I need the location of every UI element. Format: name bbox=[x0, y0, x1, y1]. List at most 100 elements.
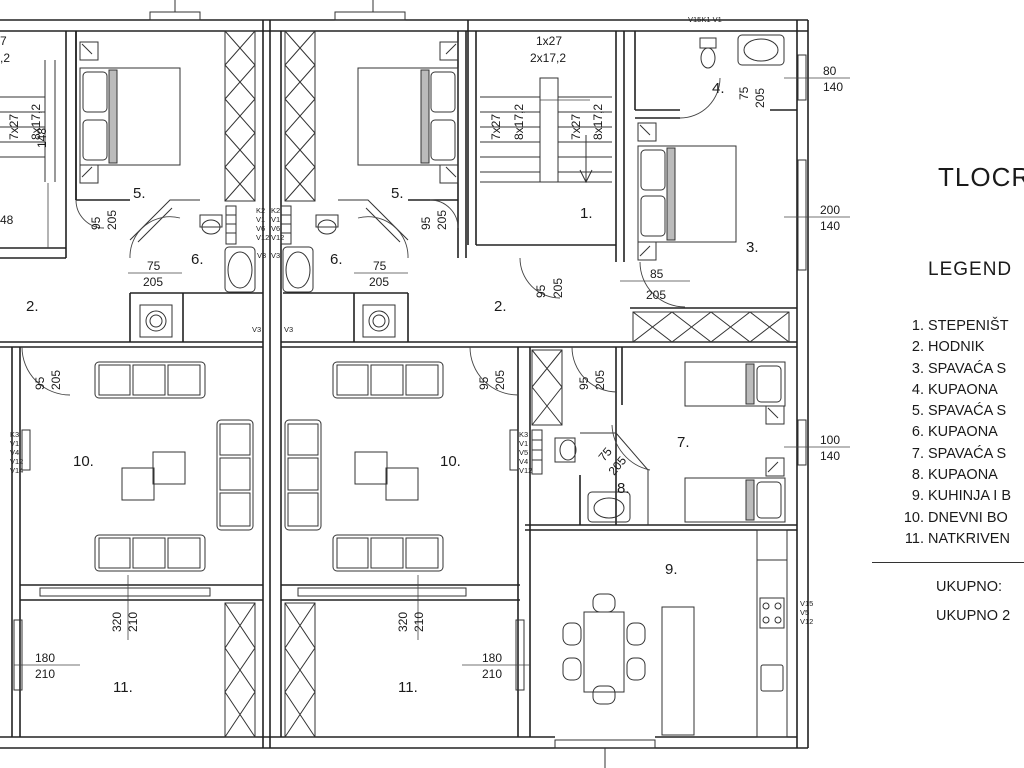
fixture-code: V3 bbox=[257, 251, 266, 260]
room-label: 2. bbox=[494, 298, 507, 315]
dim-text: 85 bbox=[650, 267, 664, 281]
fixture-code: V12 bbox=[271, 233, 284, 242]
dim-text: 7 bbox=[0, 34, 7, 48]
dim-text: 7x27 bbox=[489, 114, 503, 140]
dim-text: 1x27 bbox=[536, 34, 562, 48]
fixture-code: K3 bbox=[519, 430, 528, 439]
dim-text: 95 bbox=[534, 284, 548, 298]
fixture-code: V12 bbox=[10, 457, 23, 466]
dining-set bbox=[562, 529, 788, 738]
dim-text: 205 bbox=[753, 88, 767, 108]
dim-text: 200 bbox=[820, 203, 840, 217]
dim-text: 8x17,2 bbox=[591, 104, 605, 140]
nightstands bbox=[79, 41, 785, 477]
fixture-code: V1 bbox=[519, 439, 528, 448]
room-label: 1. bbox=[580, 205, 593, 222]
room-label: 11. bbox=[113, 679, 133, 696]
dim-text: 48 bbox=[0, 213, 14, 227]
dim-text: 95 bbox=[477, 376, 491, 390]
room-label: 9. bbox=[665, 561, 678, 578]
dim-text: 210 bbox=[482, 667, 502, 681]
room-label: 7. bbox=[677, 434, 690, 451]
room-label: 8. bbox=[617, 480, 630, 497]
dim-text: 8x17,2 bbox=[512, 104, 526, 140]
fixture-code: V15 bbox=[800, 599, 813, 608]
fixture-code: V1 bbox=[10, 439, 19, 448]
dim-text: 75 bbox=[147, 259, 161, 273]
fixture-code: V6 bbox=[271, 224, 280, 233]
dim-text: 95 bbox=[419, 216, 433, 230]
fixture-codes: V15K1 V1 K2 V1 V6 V12 K2 V1 V6 V12 K3 V1… bbox=[10, 15, 813, 626]
fixture-code: V5 bbox=[519, 448, 528, 457]
fixture-code: K2 bbox=[271, 206, 280, 215]
dim-text: 320 bbox=[396, 612, 410, 632]
room-label: 11. bbox=[398, 679, 418, 696]
dim-text: 205 bbox=[435, 210, 449, 230]
room-label: 5. bbox=[133, 185, 146, 202]
fixture-code: V12 bbox=[256, 233, 269, 242]
bath-fixtures bbox=[129, 34, 785, 525]
fixture-code: V15K1 V1 bbox=[688, 15, 722, 24]
windows bbox=[13, 0, 807, 768]
dim-text: 205 bbox=[646, 288, 666, 302]
room-label: 2. bbox=[26, 298, 39, 315]
dim-text: 205 bbox=[143, 275, 163, 289]
fixture-code: V4 bbox=[10, 448, 19, 457]
dim-text: 100 bbox=[820, 433, 840, 447]
beds bbox=[79, 67, 786, 523]
fixture-code: V3 bbox=[271, 251, 280, 260]
dim-text: 80 bbox=[823, 64, 837, 78]
dim-text: 148 bbox=[35, 128, 49, 148]
fixture-code: V14 bbox=[10, 466, 23, 475]
fixture-code: V4 bbox=[519, 457, 528, 466]
dim-text: 95 bbox=[577, 376, 591, 390]
fixture-code: V12 bbox=[800, 617, 813, 626]
dim-text: 180 bbox=[35, 651, 55, 665]
room-label: 3. bbox=[746, 239, 759, 256]
dim-text: 205 bbox=[593, 370, 607, 390]
fixture-code: V6 bbox=[256, 224, 265, 233]
fixture-code: V3 bbox=[252, 325, 261, 334]
dim-text: 205 bbox=[493, 370, 507, 390]
door-swings bbox=[21, 77, 721, 471]
dim-text: 7x27 bbox=[569, 114, 583, 140]
room-label: 6. bbox=[330, 251, 343, 268]
dim-text: ,2 bbox=[0, 51, 10, 65]
dim-text: 180 bbox=[482, 651, 502, 665]
room-label: 4. bbox=[712, 80, 725, 97]
dim-text: 8x17,2 bbox=[29, 104, 43, 140]
dim-text: 205 bbox=[105, 210, 119, 230]
fixture-code: K3 bbox=[10, 430, 19, 439]
dim-text: 205 bbox=[551, 278, 565, 298]
room-label: 6. bbox=[191, 251, 204, 268]
room-labels: 1. 2. 2. 3. 4. 5. 5. 6. 6. 7. 8. 9. 10. … bbox=[26, 80, 759, 696]
dim-text: 320 bbox=[110, 612, 124, 632]
stairs bbox=[0, 60, 612, 184]
dim-text: 140 bbox=[820, 219, 840, 233]
dim-text: 210 bbox=[35, 667, 55, 681]
dim-text: 7x27 bbox=[7, 114, 21, 140]
dim-text: 95 bbox=[89, 216, 103, 230]
wardrobes bbox=[224, 30, 790, 738]
coffee-tables bbox=[121, 451, 419, 501]
walls bbox=[0, 19, 809, 749]
sofas bbox=[94, 361, 444, 572]
dim-text: 140 bbox=[820, 449, 840, 463]
fixture-code: V12 bbox=[519, 466, 532, 475]
fixture-code: V5 bbox=[800, 608, 809, 617]
room-label: 10. bbox=[440, 453, 461, 470]
dim-text: 75 bbox=[737, 86, 751, 100]
dim-text: 140 bbox=[823, 80, 843, 94]
dim-text: 205 bbox=[49, 370, 63, 390]
dim-text: 210 bbox=[126, 612, 140, 632]
dim-text: 75 bbox=[373, 259, 387, 273]
dim-text: 205 bbox=[369, 275, 389, 289]
dimension-texts: 80 140 200 140 100 140 75 205 75 205 85 … bbox=[0, 34, 843, 681]
dimension-leaders bbox=[14, 77, 850, 666]
fixture-code: K2 bbox=[256, 206, 265, 215]
dim-text: 2x17,2 bbox=[530, 51, 566, 65]
fixture-code: V3 bbox=[284, 325, 293, 334]
dim-text: 210 bbox=[412, 612, 426, 632]
fixture-code: V1 bbox=[271, 215, 280, 224]
